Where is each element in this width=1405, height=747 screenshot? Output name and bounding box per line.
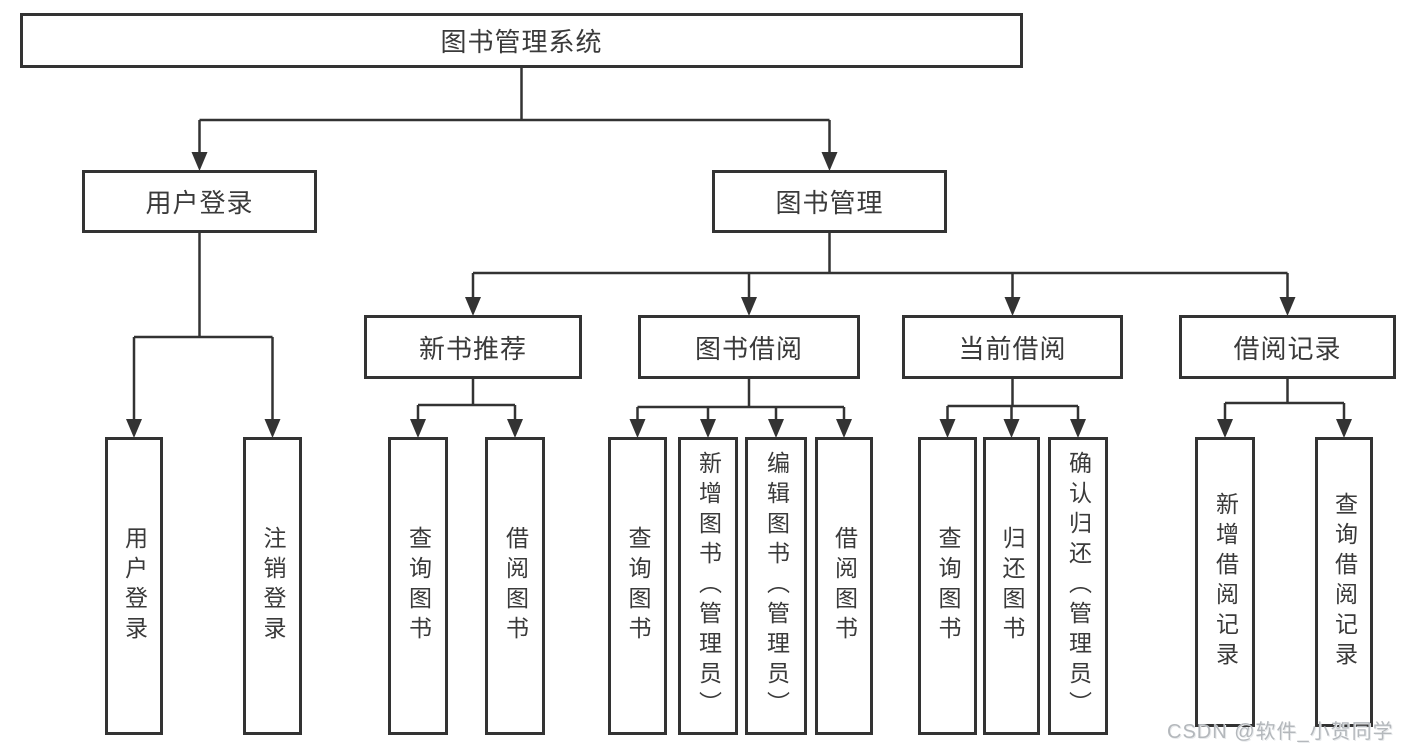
arrowhead-icon bbox=[465, 297, 481, 316]
node-label: 归还图书 bbox=[999, 526, 1025, 646]
node-label: 查询图书 bbox=[935, 526, 961, 646]
node-new-book: 新书推荐 bbox=[364, 315, 582, 379]
node-borrow-records: 借阅记录 bbox=[1179, 315, 1396, 379]
arrowhead-icon bbox=[1217, 419, 1233, 438]
arrowhead-icon bbox=[768, 419, 784, 438]
arrowhead-icon bbox=[700, 419, 716, 438]
node-label: 查询图书 bbox=[625, 526, 651, 646]
node-root: 图书管理系统 bbox=[20, 13, 1023, 68]
node-label: 图书管理 bbox=[775, 188, 884, 218]
arrowhead-icon bbox=[126, 419, 142, 438]
node-add-book-admin: 新增图书（管理员） bbox=[678, 437, 738, 735]
arrowhead-icon bbox=[939, 419, 956, 438]
node-logout-op: 注销登录 bbox=[243, 437, 302, 735]
arrowhead-icon bbox=[1336, 419, 1352, 438]
watermark: CSDN @软件_小贺同学 bbox=[1167, 721, 1394, 743]
node-label: 借阅记录 bbox=[1233, 333, 1342, 364]
node-label: 用户登录 bbox=[121, 526, 148, 646]
node-current-borrow: 当前借阅 bbox=[902, 315, 1123, 379]
arrowhead-icon bbox=[629, 419, 646, 438]
node-book-borrow: 图书借阅 bbox=[638, 315, 860, 379]
node-edit-book-admin: 编辑图书（管理员） bbox=[745, 437, 807, 735]
node-borrow-books-a: 借阅图书 bbox=[485, 437, 545, 735]
node-label: 确认归还（管理员） bbox=[1065, 451, 1092, 721]
arrowhead-icon bbox=[1279, 297, 1296, 316]
node-label: 新增图书（管理员） bbox=[695, 451, 722, 721]
arrowhead-icon bbox=[821, 152, 838, 171]
node-user-login: 用户登录 bbox=[82, 170, 317, 233]
arrowhead-icon bbox=[741, 297, 757, 316]
arrowhead-icon bbox=[410, 419, 426, 438]
node-add-borrow-record: 新增借阅记录 bbox=[1195, 437, 1255, 727]
node-label: 编辑图书（管理员） bbox=[763, 451, 790, 721]
node-label: 借阅图书 bbox=[502, 526, 529, 646]
arrowhead-icon bbox=[836, 419, 852, 438]
node-label: 新增借阅记录 bbox=[1212, 492, 1239, 672]
node-label: 用户登录 bbox=[145, 188, 254, 218]
node-label: 新书推荐 bbox=[418, 333, 527, 364]
arrowhead-icon bbox=[507, 419, 523, 438]
arrowhead-icon bbox=[264, 419, 281, 438]
node-label: 图书管理系统 bbox=[440, 27, 603, 57]
arrowhead-icon bbox=[1003, 419, 1020, 438]
node-query-books-a: 查询图书 bbox=[388, 437, 448, 735]
node-label: 查询借阅记录 bbox=[1331, 492, 1358, 672]
node-query-books-b: 查询图书 bbox=[608, 437, 667, 735]
node-query-books-c: 查询图书 bbox=[918, 437, 977, 735]
node-label: 查询图书 bbox=[405, 526, 432, 646]
arrowhead-icon bbox=[1004, 297, 1021, 316]
node-label: 当前借阅 bbox=[958, 333, 1067, 364]
arrowhead-icon bbox=[191, 152, 208, 171]
node-label: 图书借阅 bbox=[694, 333, 803, 364]
node-return-books: 归还图书 bbox=[983, 437, 1040, 735]
arrowhead-icon bbox=[1070, 419, 1086, 438]
node-confirm-return-admin: 确认归还（管理员） bbox=[1048, 437, 1108, 735]
node-query-borrow-record: 查询借阅记录 bbox=[1315, 437, 1373, 727]
node-borrow-books-b: 借阅图书 bbox=[815, 437, 873, 735]
node-label: 借阅图书 bbox=[831, 526, 858, 646]
node-user-login-op: 用户登录 bbox=[105, 437, 163, 735]
node-book-mgmt: 图书管理 bbox=[712, 170, 947, 233]
node-label: 注销登录 bbox=[260, 526, 286, 646]
